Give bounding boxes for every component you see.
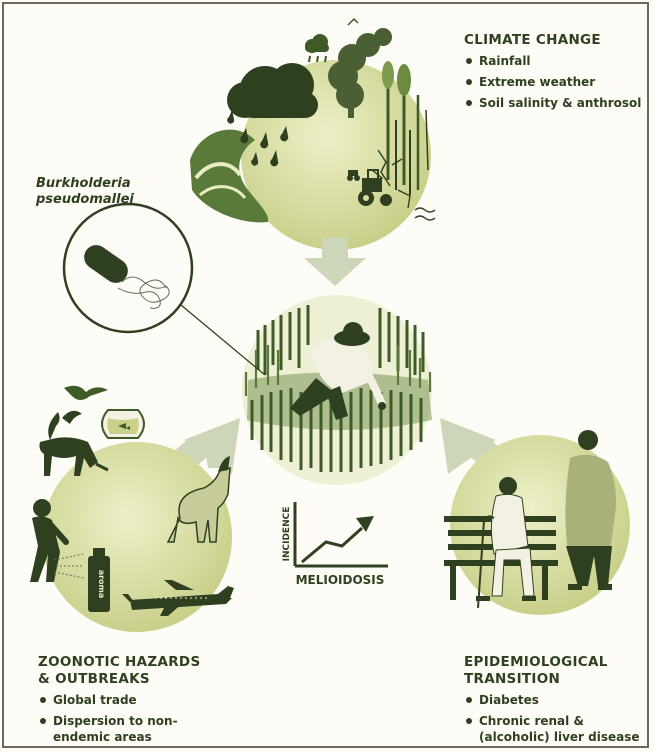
fishbowl-icon (102, 410, 144, 438)
farmer-rice-field-illustration (242, 295, 432, 485)
climate-item: Rainfall (464, 53, 644, 69)
climate-heading: CLIMATE CHANGE (464, 32, 644, 49)
zoonotic-heading-line2: & OUTBREAKS (38, 671, 238, 688)
bird-icon (64, 386, 108, 400)
bacterium-magnifier (64, 204, 265, 375)
chart-ylabel: INCIDENCE (282, 507, 292, 562)
epidemiological-item: Chronic renal & (alcoholic) liver diseas… (464, 713, 650, 745)
bacterium-label-genus: Burkholderia (36, 176, 134, 192)
spray-can-icon: aroma (88, 548, 110, 612)
epidemiological-heading-line2: TRANSITION (464, 671, 650, 688)
small-cloud-icon (305, 34, 329, 62)
zoonotic-item: Dispersion to non-endemic areas (38, 713, 203, 745)
bacterium-label-species: pseudomallei (36, 192, 134, 208)
epidemiological-heading-line1: EPIDEMIOLOGICAL (464, 654, 650, 671)
epidemiological-list: Diabetes Chronic renal & (alcoholic) liv… (464, 692, 650, 745)
bacterium-label: Burkholderia pseudomallei (36, 176, 134, 208)
chart-xlabel: MELIOIDOSIS (296, 573, 385, 587)
climate-change-text: CLIMATE CHANGE Rainfall Extreme weather … (464, 32, 644, 116)
zoonotic-list: Global trade Dispersion to non-endemic a… (38, 692, 238, 745)
epidemiological-text: EPIDEMIOLOGICAL TRANSITION Diabetes Chro… (464, 654, 650, 750)
climate-item: Extreme weather (464, 74, 644, 90)
zoonotic-text: ZOONOTIC HAZARDS & OUTBREAKS Global trad… (38, 654, 238, 750)
climate-change-illustration (190, 19, 435, 250)
magnifier-circle (64, 204, 192, 332)
zoonotic-heading-line1: ZOONOTIC HAZARDS (38, 654, 238, 671)
zoonotic-item: Global trade (38, 692, 238, 708)
melioidosis-trend-chart: INCIDENCE MELIOIDOSIS (282, 502, 388, 587)
epidemiological-item: Diabetes (464, 692, 650, 708)
climate-list: Rainfall Extreme weather Soil salinity &… (464, 53, 644, 111)
climate-item: Soil salinity & anthrosol (464, 95, 644, 111)
zoonotic-illustration: aroma (30, 386, 234, 632)
trend-line (302, 528, 362, 562)
spray-can-label: aroma (97, 570, 106, 599)
